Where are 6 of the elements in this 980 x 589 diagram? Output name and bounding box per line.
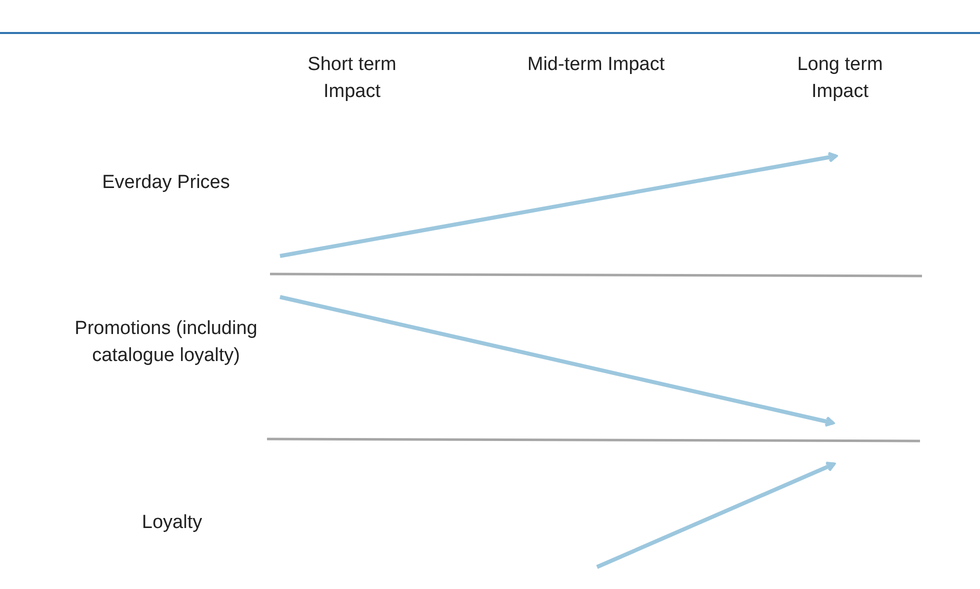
- column-heading: Long term Impact: [796, 53, 884, 104]
- row-label: Loyalty: [140, 511, 204, 535]
- column-heading: Mid-term Impact: [526, 53, 666, 77]
- row-label: Everday Prices: [101, 171, 231, 195]
- column-heading: Short term Impact: [306, 53, 398, 104]
- row-label: Promotions (including catalogue loyalty): [74, 317, 258, 368]
